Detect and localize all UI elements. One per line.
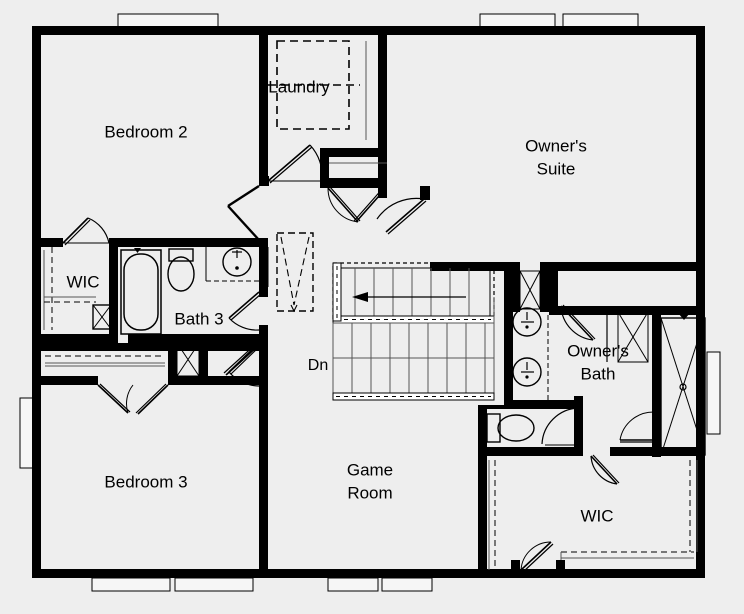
window-owners-suite-1 — [479, 13, 556, 28]
room-label-owners-bath-line1: Owner's — [567, 341, 629, 360]
room-label-owners-suite-line2: Suite — [537, 159, 576, 178]
door-wic-upper — [62, 217, 110, 246]
door-owners-suite — [376, 186, 430, 235]
linen-closet-icon — [176, 342, 200, 377]
window-owners-bath-right — [706, 351, 721, 435]
window-owners-suite-2 — [562, 13, 639, 28]
room-label-bedroom-2: Bedroom 2 — [104, 122, 187, 141]
door-bedroom3-closet — [97, 383, 169, 415]
room-label-owners-bath-line2: Bath — [581, 364, 616, 383]
wall-bath3-bottom — [128, 334, 268, 343]
wall-wic-lower-left — [478, 456, 487, 578]
wall-ownersuite-bottom-a — [430, 262, 520, 271]
room-label-wic-upper: WIC — [66, 272, 99, 291]
wall-laundry-closet-bottom — [320, 178, 387, 188]
wall-ownersbath-wic-a — [487, 447, 583, 456]
wall-linen-right — [199, 343, 208, 385]
room-label-bedroom-3: Bedroom 3 — [104, 472, 187, 491]
window-bedroom2-top — [117, 13, 219, 28]
wall-wic-bottom — [41, 334, 118, 343]
room-label-wic-lower: WIC — [580, 506, 613, 525]
attic-access-icon — [276, 232, 314, 313]
wall-bedroom3-top-left — [41, 376, 98, 385]
door-shower — [619, 411, 657, 443]
wall-wic-right — [109, 238, 118, 334]
door-toilet-compartment — [541, 396, 583, 446]
stair-direction-arrow — [352, 292, 466, 302]
hall-angled-walls — [227, 184, 260, 241]
room-label-owners-bath: Owner's Bath — [567, 341, 629, 383]
exterior-wall-top — [32, 26, 705, 35]
wall-ownersbath-top-right — [549, 306, 661, 315]
toilet-owner-icon — [486, 413, 535, 443]
fixtures — [43, 40, 706, 570]
bathtub-icon — [120, 248, 162, 335]
wall-laundry-bottom — [320, 148, 387, 157]
wall-bedroom2-laundry — [259, 26, 268, 186]
door-laundry — [327, 186, 387, 223]
stairs-direction-label: Dn — [308, 357, 328, 374]
wall-ownersuite-closet-right — [540, 262, 549, 312]
wall-bedroom3-top-right — [199, 376, 268, 385]
sink-bath3-icon — [205, 247, 259, 282]
room-label-game-room-line2: Room — [347, 483, 392, 502]
exterior-wall-bottom — [32, 569, 705, 578]
wall-wic-top-left — [41, 238, 63, 247]
door-bath3 — [228, 287, 268, 331]
door-gameroom-wic — [511, 541, 565, 578]
wall-hall-closet-top — [41, 343, 268, 351]
room-label-game-room: Game Room — [347, 460, 393, 502]
toilet-bath3-icon — [167, 248, 195, 292]
wall-ownersuite-bottom-b — [540, 262, 705, 271]
room-label-laundry: Laundry — [268, 77, 330, 96]
owners-bath-linen — [606, 311, 649, 363]
wall-ownersbath-shower-left — [652, 306, 661, 316]
window-gameroom-bottom-2 — [381, 577, 433, 592]
wall-bath3-top — [109, 238, 268, 247]
doors — [62, 144, 657, 578]
wall-bath3-right-lower — [259, 325, 268, 343]
wall-toilet-top — [478, 400, 583, 409]
window-bedroom3-bottom-1 — [91, 577, 171, 592]
wall-linen-left — [168, 343, 177, 385]
room-label-bath-3: Bath 3 — [174, 309, 223, 328]
wall-laundry-right-lower — [378, 148, 387, 198]
bedroom3-closet-shelving — [45, 355, 165, 367]
wall-wic-lower-stub — [652, 447, 661, 457]
room-label-owners-suite: Owner's Suite — [525, 136, 587, 178]
room-label-game-room-line1: Game — [347, 460, 393, 479]
wall-linen-bottom — [168, 376, 208, 385]
wall-ownersbath-shower-top — [661, 306, 705, 315]
room-label-owners-suite-line1: Owner's — [525, 136, 587, 155]
wic-upper-shelving — [43, 247, 112, 330]
walls — [32, 26, 705, 578]
window-gameroom-bottom-1 — [327, 577, 379, 592]
wall-bedroom3-gameroom — [259, 343, 268, 578]
wall-laundry-ownersuite — [378, 26, 387, 186]
window-bedroom3-left — [19, 397, 34, 469]
wall-stairs-ownersbath — [504, 271, 513, 406]
door-bedroom3 — [223, 342, 260, 376]
room-labels: Bedroom 2 Laundry Owner's Suite WIC Bath… — [66, 77, 628, 525]
window-bedroom3-bottom-2 — [174, 577, 254, 592]
wall-shower-left — [652, 315, 661, 455]
door-owners-bath — [560, 304, 596, 341]
wall-bath3-right-upper — [259, 247, 268, 287]
wall-ownersbath-closet — [549, 262, 558, 312]
exterior-wall-left — [32, 26, 41, 578]
shower-owner-icon — [660, 313, 706, 456]
exterior-wall-right — [696, 26, 705, 578]
staircase — [330, 262, 504, 405]
door-bedroom2 — [259, 144, 323, 186]
owners-bath-vanity — [512, 307, 549, 400]
windows — [19, 13, 721, 592]
washer-dryer-icon — [268, 40, 367, 140]
door-wic-lower — [590, 454, 620, 485]
wall-ownersuite-closet-left — [511, 262, 520, 312]
wall-laundry-closet-left — [320, 148, 329, 188]
